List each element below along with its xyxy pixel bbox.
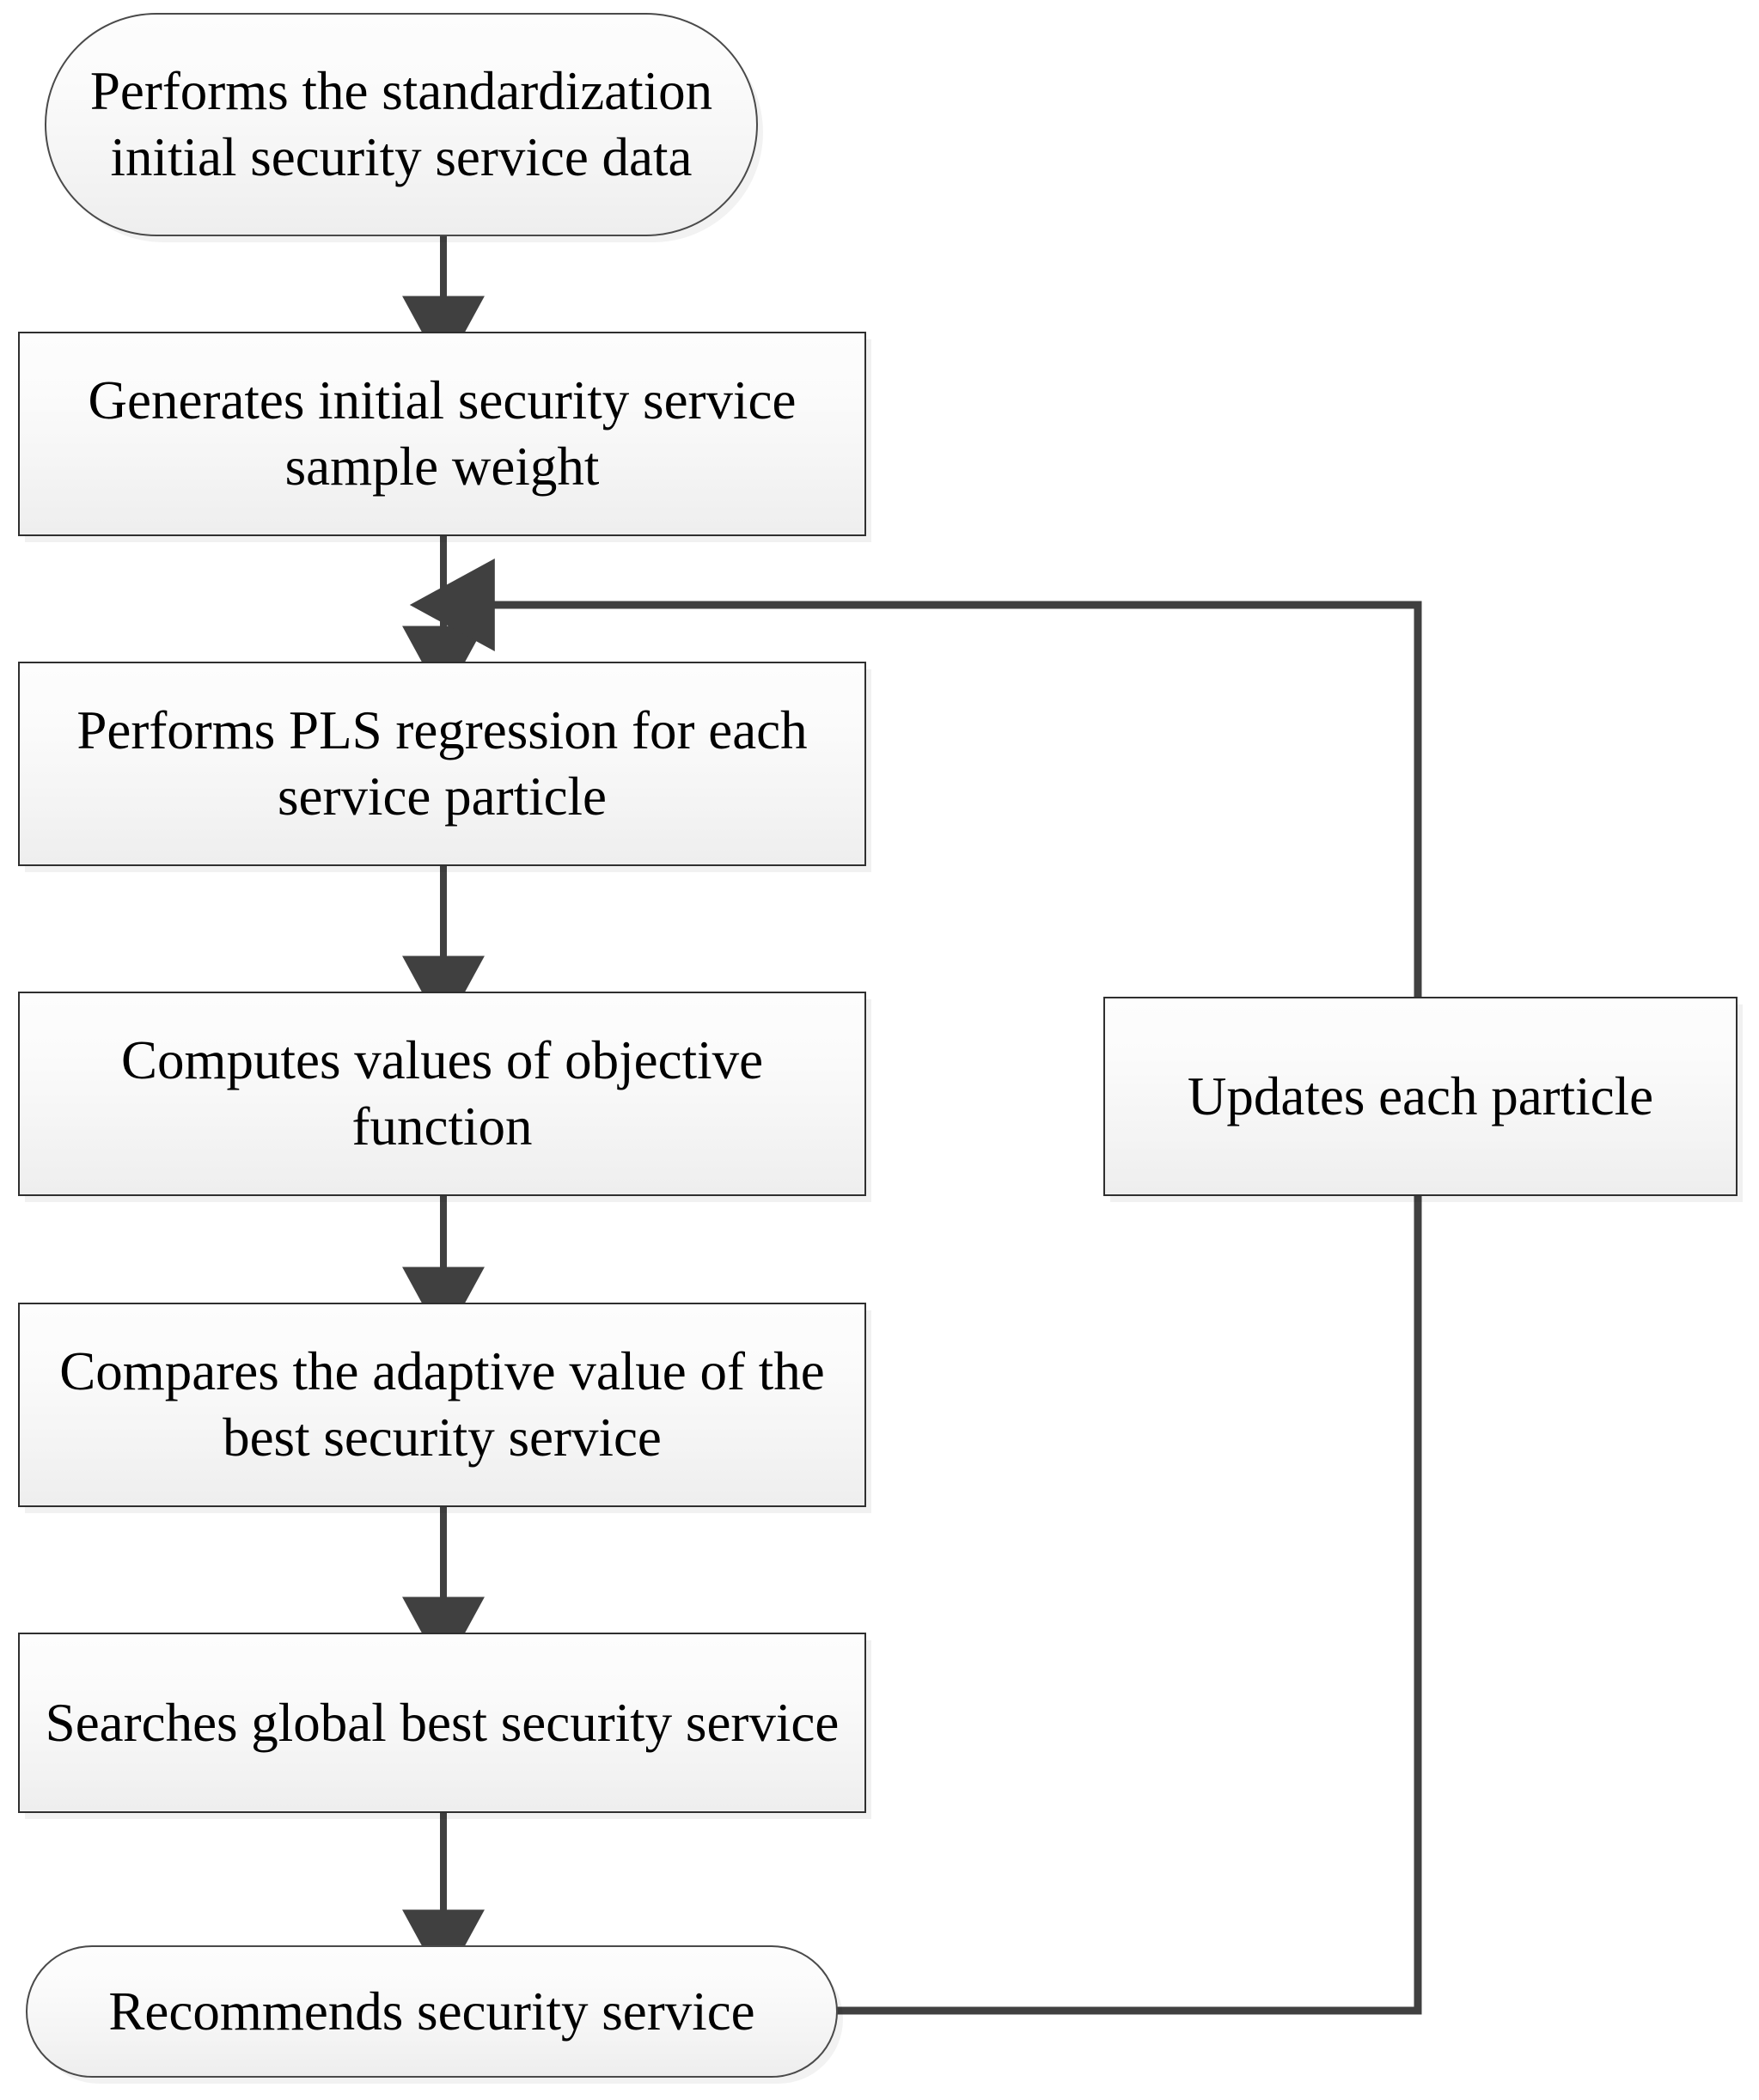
node-compares-adaptive-value[interactable]: Compares the adaptive value of the best … xyxy=(18,1303,866,1507)
node-label: Recommends security service xyxy=(108,1981,755,2042)
node-performs-standardization[interactable]: Performs the standardization initial sec… xyxy=(45,13,758,236)
node-label: Performs the standardization initial sec… xyxy=(89,61,713,187)
node-label: Generates initial security service sampl… xyxy=(88,370,797,497)
node-label: Searches global best security service xyxy=(45,1692,840,1753)
node-recommends-security-service[interactable]: Recommends security service xyxy=(26,1945,838,2078)
node-label: Updates each particle xyxy=(1187,1065,1654,1126)
node-label: Computes values of objective function xyxy=(120,1030,764,1157)
node-label: Compares the adaptive value of the best … xyxy=(59,1341,825,1468)
node-performs-pls-regression[interactable]: Performs PLS regression for each service… xyxy=(18,662,866,866)
node-updates-each-particle[interactable]: Updates each particle xyxy=(1103,997,1738,1196)
node-label: Performs PLS regression for each service… xyxy=(76,700,808,827)
node-generates-initial-weight[interactable]: Generates initial security service sampl… xyxy=(18,332,866,536)
node-computes-objective-function[interactable]: Computes values of objective function xyxy=(18,992,866,1196)
node-searches-global-best[interactable]: Searches global best security service xyxy=(18,1633,866,1813)
